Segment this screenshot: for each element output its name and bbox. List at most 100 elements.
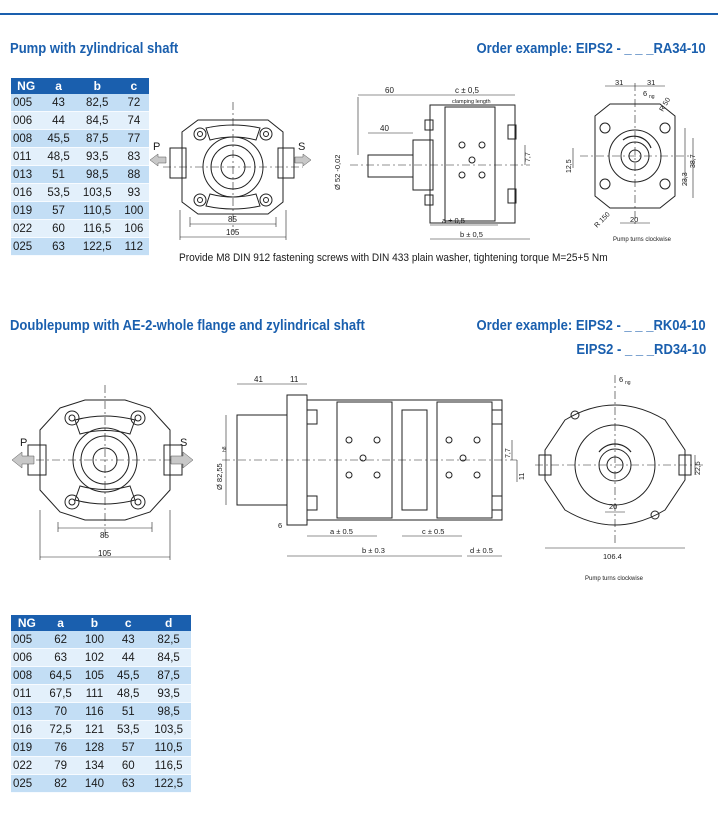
double-dim-b: b ± 0.3	[362, 546, 385, 555]
table-cell: 57	[110, 738, 147, 757]
table-cell: 45,5	[41, 129, 76, 148]
front-view-drawing: P S 85 105	[149, 102, 312, 240]
table-cell: 022	[11, 219, 42, 238]
double-dim-6: 6	[278, 521, 282, 530]
double-rotation-note: Pump turns clockwise	[585, 576, 644, 582]
table-cell: 51	[41, 165, 76, 184]
table-cell: 84,5	[146, 648, 191, 667]
table-cell: 008	[11, 666, 43, 685]
column-header: a	[41, 78, 76, 94]
dim-6: 6	[643, 89, 647, 98]
double-side-view-drawing: 41 11 Ø 82,55 h8 6 a ± 0.5 b ± 0.3 c ± 0…	[215, 375, 526, 557]
table-cell: 98,5	[75, 165, 119, 184]
table-cell: 013	[11, 702, 43, 721]
table-cell: 63	[42, 648, 79, 667]
dim-b: b ± 0,5	[460, 230, 483, 239]
dim-40: 40	[380, 124, 389, 133]
radius-50: R 50	[659, 97, 673, 113]
double-dim-11-b: 11	[519, 473, 526, 480]
side-view-drawing: 60 40 c ± 0,5 clamping length Ø 52 -0,02…	[333, 86, 532, 240]
column-header: b	[78, 615, 111, 631]
section2-order-example: Order example: EIPS2 - _ _ _RK04-10	[476, 318, 706, 334]
table-cell: 116,5	[75, 219, 119, 238]
table-cell: 013	[11, 165, 42, 184]
double-dim-c: c ± 0.5	[422, 527, 444, 536]
table-cell: 128	[78, 738, 111, 757]
column-header: NG	[11, 615, 43, 631]
rear-view-drawing: 31 31 6 ng R 50 R 150 12,5 38,7 23,3 20 …	[566, 78, 697, 243]
table-cell: 43	[41, 94, 76, 112]
column-header: NG	[11, 78, 42, 94]
table-cell: 008	[11, 129, 42, 148]
suction-port-label: S	[298, 141, 305, 153]
table-cell: 011	[11, 684, 43, 703]
table-cell: 106	[118, 219, 149, 238]
table-cell: 006	[11, 648, 43, 667]
table-cell: 103,5	[146, 720, 191, 739]
table-cell: 121	[78, 720, 111, 739]
table-cell: 93,5	[75, 147, 119, 166]
table-cell: 45,5	[110, 666, 147, 685]
dim-12-5: 12,5	[566, 159, 573, 173]
table-cell: 110,5	[75, 201, 119, 220]
table-cell: 62	[42, 631, 79, 649]
table-cell: 53,5	[110, 720, 147, 739]
table-cell: 44	[41, 111, 76, 130]
column-header: a	[42, 615, 79, 631]
dim-a: a ± 0,5	[442, 216, 465, 225]
rotation-note: Pump turns clockwise	[613, 237, 672, 243]
table-cell: 48,5	[110, 684, 147, 703]
dim-105: 105	[226, 228, 240, 237]
table-cell: 51	[110, 702, 147, 721]
table-cell: 111	[78, 684, 111, 703]
clamping-length-label: clamping length	[452, 99, 491, 105]
double-dim-a: a ± 0.5	[330, 527, 353, 536]
table-cell: 53,5	[41, 183, 76, 202]
table-cell: 67,5	[42, 684, 79, 703]
dim-23-3: 23,3	[682, 172, 689, 186]
column-header: c	[110, 615, 147, 631]
double-pressure-port-label: P	[20, 437, 27, 449]
table-cell: 83	[118, 147, 149, 166]
table-cell: 140	[78, 774, 111, 793]
table-cell: 005	[11, 631, 43, 649]
table-cell: 122,5	[146, 774, 191, 793]
table-cell: 006	[11, 111, 42, 130]
table-cell: 025	[11, 774, 43, 793]
table-cell: 72	[118, 94, 149, 112]
table-cell: 019	[11, 738, 43, 757]
table-cell: 64,5	[42, 666, 79, 685]
column-header: c	[118, 78, 149, 94]
table-cell: 102	[78, 648, 111, 667]
table-cell: 79	[42, 756, 79, 775]
column-header: b	[75, 78, 119, 94]
fastening-note: Provide M8 DIN 912 fastening screws with…	[179, 252, 608, 264]
double-dim-d: d ± 0.5	[470, 546, 493, 555]
table-cell: 116	[78, 702, 111, 721]
double-rear-dim-6-sub: ng	[625, 380, 631, 386]
table-cell: 88	[118, 165, 149, 184]
double-dim-85: 85	[100, 531, 109, 540]
table-cell: 005	[11, 94, 42, 112]
double-dim-11: 11	[290, 375, 299, 384]
double-rear-dim-22-5: 22,5	[695, 461, 702, 475]
double-shaft-tolerance: h8	[222, 446, 228, 452]
table-cell: 100	[118, 201, 149, 220]
double-dim-7-7: 7,7	[505, 448, 512, 458]
table-cell: 77	[118, 129, 149, 148]
